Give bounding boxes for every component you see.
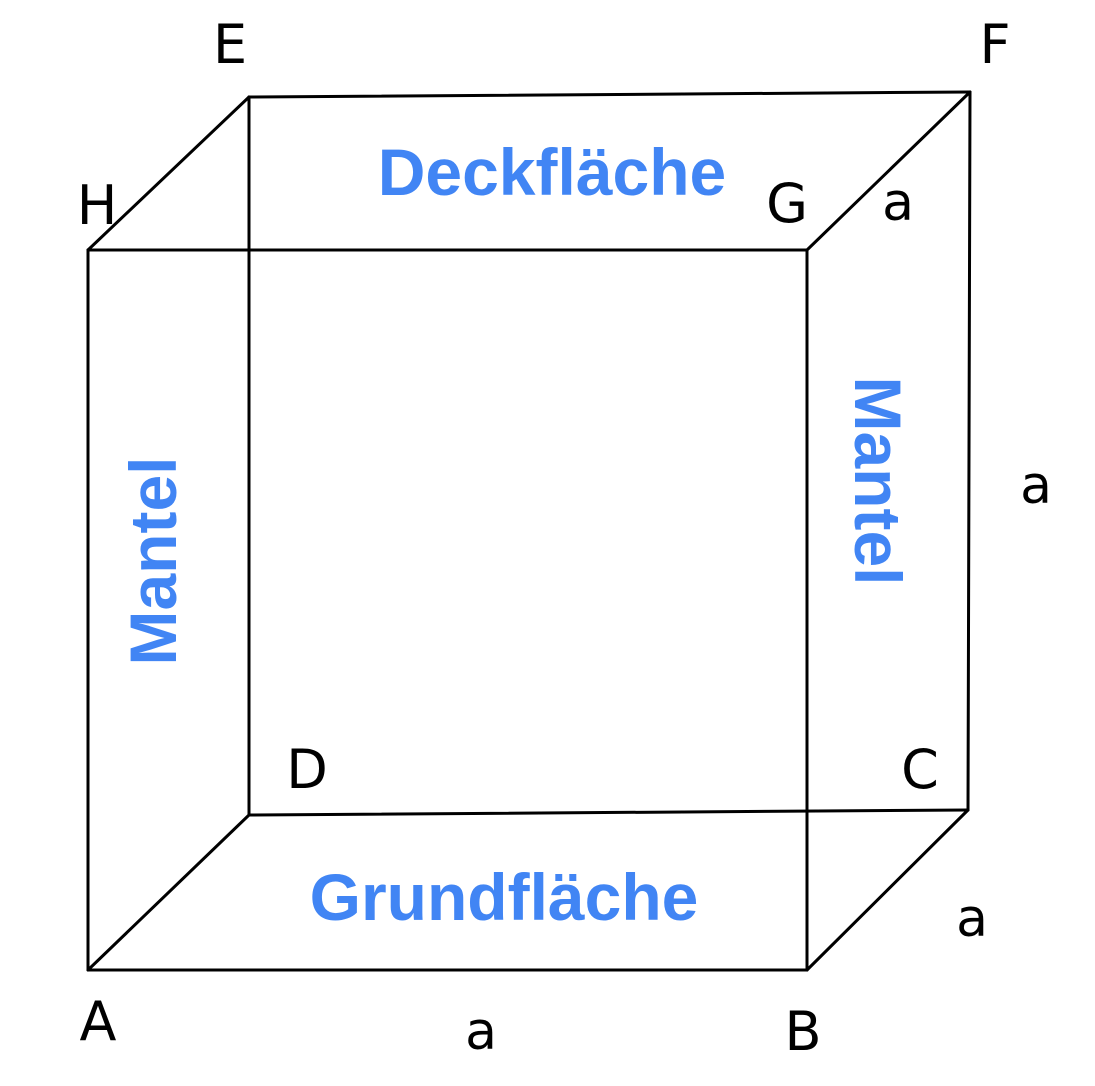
vertex-label-a: A: [80, 990, 117, 1053]
vertex-label-h: H: [77, 174, 118, 237]
edge-g-f: [805, 90, 972, 252]
vertex-label-f: F: [979, 13, 1010, 76]
vertex-label-b: B: [784, 1000, 821, 1063]
edge-f-e: [247, 90, 972, 99]
edge-a-d: [86, 813, 251, 972]
face-label-right-side: Mantel: [841, 376, 915, 585]
edge-label-height-right: a: [1020, 456, 1052, 516]
edge-d-c: [247, 808, 970, 817]
vertex-label-d: D: [286, 738, 328, 801]
face-label-bottom: Grundfläche: [310, 860, 699, 934]
vertex-label-e: E: [213, 13, 247, 76]
face-label-top: Deckfläche: [378, 135, 727, 209]
edge-h-e: [86, 95, 251, 252]
edge-c-f: [966, 90, 972, 812]
edge-label-depth-bottom: a: [956, 889, 988, 949]
edge-label-depth-top: a: [882, 173, 914, 233]
edge-b-c: [805, 808, 970, 972]
vertex-label-g: G: [766, 172, 808, 235]
vertex-label-c: C: [901, 738, 939, 801]
edge-label-bottom: a: [465, 1002, 497, 1062]
face-label-left-side: Mantel: [116, 456, 190, 665]
